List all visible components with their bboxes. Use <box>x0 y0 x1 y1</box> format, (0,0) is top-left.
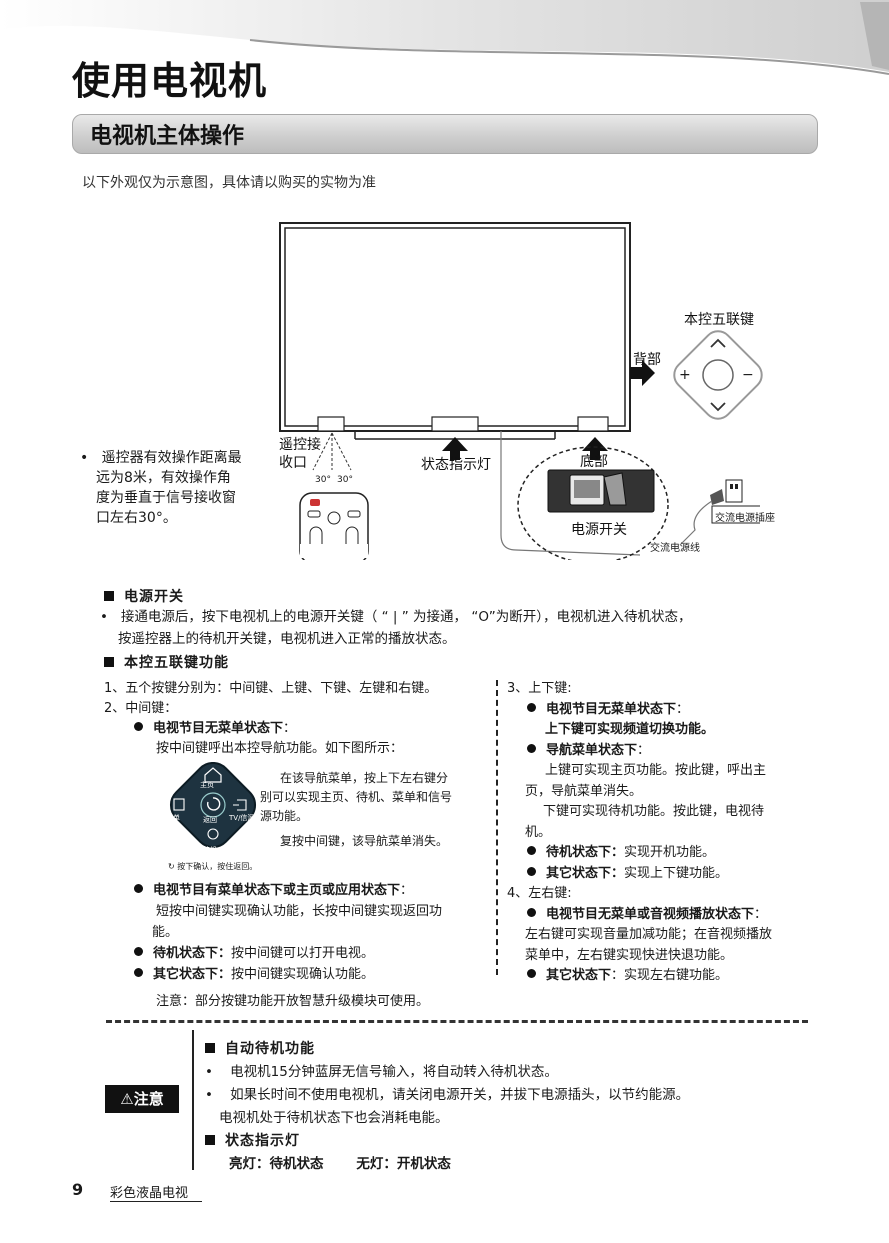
power-switch-label: 电源开关 <box>571 522 627 538</box>
intro-text: 以下外观仅为示意图，具体请以购买的实物为准 <box>82 175 376 191</box>
ac-socket-label: 交流电源插座 <box>715 513 775 524</box>
five-key-left-column-2: 电视节目有菜单状态下或主页或应用状态下： 短按中间键实现确认功能，长按中间键实现… <box>104 880 499 1012</box>
bottom-label: 底部 <box>580 454 608 470</box>
back-label: 背部 <box>633 352 661 368</box>
nav-menu-graphic <box>169 762 257 849</box>
chevron-down-icon <box>710 402 726 412</box>
tv-diagram <box>279 222 669 560</box>
power-text: • 接通电源后，按下电视机上的电源开关键（ “ | ” 为接通， “O”为断开）… <box>100 609 692 647</box>
footer-product: 彩色液晶电视 <box>110 1186 189 1201</box>
nav-bottom-label: 待机 <box>203 846 217 854</box>
receiver-label-2: 收口 <box>279 455 307 471</box>
angle-left: 30° <box>315 475 331 485</box>
caution-content: 自动待机功能 • 电视机15分钟蓝屏无信号输入，将自动转入待机状态。 • 如果长… <box>205 1041 690 1172</box>
five-key-right-column: 3、上下键: 电视节目无菜单状态下： 上下键可实现频道切换功能。 导航菜单状态下… <box>507 681 773 983</box>
five-key-left-column: 1、五个按键分别为：中间键、上键、下键、左键和右键。 2、中间键： 电视节目无菜… <box>104 681 438 756</box>
source-icon <box>233 799 247 811</box>
nav-hint: ↻ 按下确认，按住返回。 <box>168 862 258 871</box>
return-icon <box>206 797 221 811</box>
five-key-label: 本控五联键 <box>684 312 754 328</box>
angle-right: 30° <box>337 475 353 485</box>
remote-note: • 遥控器有效操作距离最 远为8米，有效操作角 度为垂直于信号接收窗 口左右30… <box>80 450 242 526</box>
nav-left-label: 菜单 <box>166 814 180 822</box>
minus-icon: − <box>742 367 754 383</box>
receiver-label-1: 遥控接 <box>279 437 321 453</box>
status-light-label: 状态指示灯 <box>421 457 491 473</box>
column-divider <box>496 680 498 975</box>
section-bar <box>72 114 818 154</box>
nav-top-label: 主页 <box>200 781 214 789</box>
ac-plug-diagram <box>679 479 760 546</box>
page-number: 9 <box>72 1180 84 1199</box>
nav-center-label: 返回 <box>203 816 217 824</box>
caution-badge: ⚠注意 <box>105 1085 179 1113</box>
power-icon <box>207 828 219 840</box>
page-title: 使用电视机 <box>72 59 268 103</box>
menu-icon <box>173 798 185 811</box>
power-heading: 电源开关 <box>104 586 184 606</box>
nav-right-label: TV/信源 <box>229 814 255 822</box>
caution-vertical-line <box>192 1030 194 1170</box>
five-key-diagram <box>673 330 763 420</box>
nav-description: 在该导航菜单，按上下左右键分 别可以实现主页、待机、菜单和信号 源功能。 复按中… <box>260 771 453 848</box>
caution-separator <box>106 1020 808 1023</box>
chevron-up-icon <box>710 338 726 348</box>
ac-cord-label: 交流电源线 <box>650 543 700 554</box>
home-icon <box>204 767 222 783</box>
section-title: 电视机主体操作 <box>90 124 245 149</box>
header-swoosh <box>0 0 889 75</box>
footer-underline <box>110 1201 202 1202</box>
five-key-heading: 本控五联键功能 <box>104 652 229 672</box>
plus-icon: + <box>679 367 691 383</box>
